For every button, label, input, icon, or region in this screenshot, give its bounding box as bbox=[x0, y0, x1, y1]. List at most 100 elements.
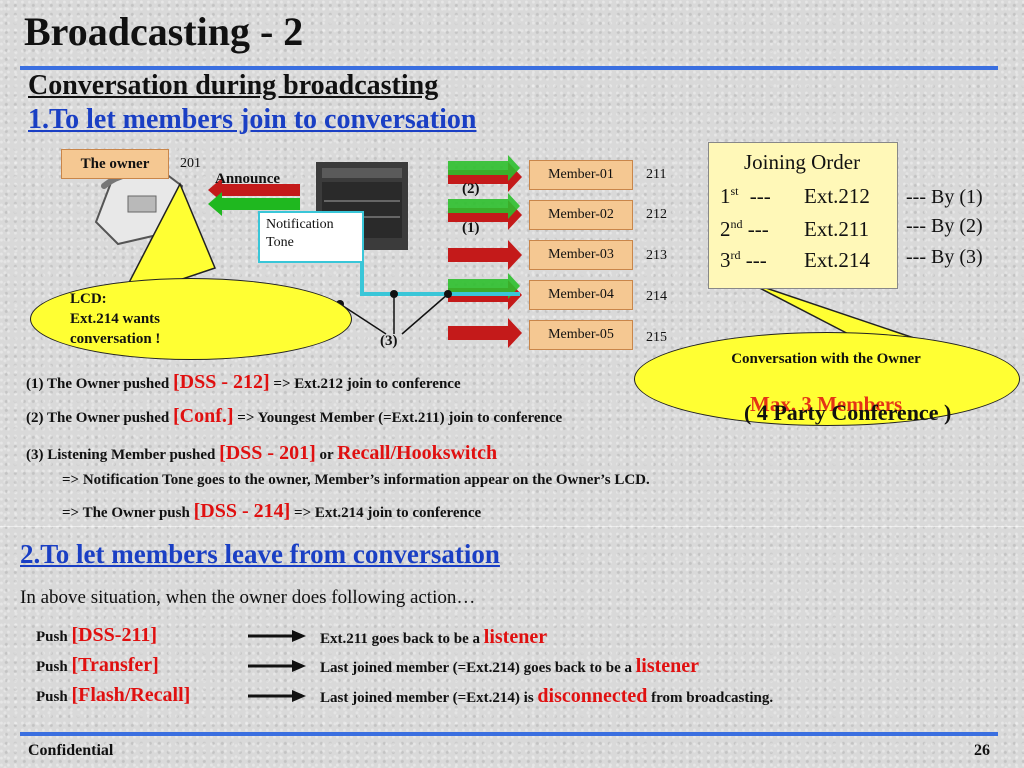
section-2-heading: 2.To let members leave from conversation bbox=[20, 539, 500, 569]
push-instruction: Push [Transfer] bbox=[36, 654, 159, 677]
key-name: [Conf.] bbox=[172, 405, 234, 427]
max-members-text: Max. 3 Members bbox=[750, 392, 903, 416]
order-suffix: st bbox=[730, 184, 739, 198]
member-box: Member-04 bbox=[529, 280, 633, 310]
lcd-line: Ext.214 wants bbox=[70, 311, 161, 327]
key-name: [Flash/Recall] bbox=[71, 684, 191, 706]
step-3-text: (3) Listening Member pushed [DSS - 201] … bbox=[26, 442, 497, 465]
step-text: => The Owner push bbox=[62, 505, 194, 521]
member-box: Member-01 bbox=[529, 160, 633, 190]
order-ext: Ext.211 bbox=[804, 217, 870, 241]
joining-order-box bbox=[708, 142, 898, 289]
member-ext: 214 bbox=[646, 289, 667, 304]
push-result: Ext.211 goes back to be a listener bbox=[320, 626, 547, 649]
subtitle: Conversation during broadcasting bbox=[28, 70, 439, 101]
conversation-bubble bbox=[634, 332, 1020, 426]
step-text: => Youngest Member (=Ext.211) join to co… bbox=[233, 410, 563, 426]
conversation-bubble-text: Conversation with the Owner bbox=[731, 351, 921, 367]
member-ext: 211 bbox=[646, 167, 667, 182]
joining-by: --- By (1) bbox=[906, 186, 983, 208]
joining-order-title: Joining Order bbox=[744, 150, 861, 174]
member-ext: 212 bbox=[646, 207, 667, 222]
push-result: Last joined member (=Ext.214) goes back … bbox=[320, 655, 699, 678]
step-text: (3) Listening Member pushed bbox=[26, 447, 220, 463]
result-text: from broadcasting. bbox=[647, 690, 774, 706]
notification-line bbox=[360, 262, 520, 296]
order-dash: --- bbox=[747, 217, 769, 241]
step-3-line-3: => The Owner push [DSS - 214] => Ext.214… bbox=[62, 500, 481, 523]
result-highlight: listener bbox=[483, 626, 548, 648]
push-word: Push bbox=[36, 629, 72, 645]
order-number: 2 bbox=[720, 217, 731, 241]
member-ext: 215 bbox=[646, 330, 667, 345]
order-suffix: nd bbox=[730, 217, 743, 231]
step-1-text: (1) The Owner pushed [DSS - 212] => Ext.… bbox=[26, 371, 461, 394]
footer-rule bbox=[20, 732, 998, 736]
push-word: Push bbox=[36, 659, 72, 675]
page-number: 26 bbox=[974, 742, 990, 759]
order-dash: --- bbox=[745, 248, 767, 272]
order-number: 1 bbox=[720, 184, 731, 208]
step-text: => Ext.214 join to conference bbox=[290, 505, 482, 521]
right-arrow-icon bbox=[248, 630, 306, 642]
title-rule bbox=[20, 66, 998, 70]
step-2-text: (2) The Owner pushed [Conf.] => Youngest… bbox=[26, 405, 562, 428]
leave-arrows bbox=[248, 630, 306, 702]
step-text: (1) The Owner pushed bbox=[26, 376, 173, 392]
owner-ext: 201 bbox=[180, 156, 201, 171]
key-name: [DSS - 201] bbox=[219, 442, 316, 464]
step-3-label: (3) bbox=[380, 333, 398, 349]
step-text: (2) The Owner pushed bbox=[26, 410, 173, 426]
owner-label: The owner bbox=[61, 149, 169, 179]
order-number: 3 bbox=[720, 248, 731, 272]
key-name: [DSS - 212] bbox=[172, 371, 270, 393]
right-arrow-icon bbox=[248, 660, 306, 672]
lcd-line: LCD: bbox=[70, 291, 107, 307]
member-box: Member-02 bbox=[529, 200, 633, 230]
lcd-bubble-text: LCD: Ext.214 wants conversation ! bbox=[70, 289, 160, 349]
member-box: Member-03 bbox=[529, 240, 633, 270]
lcd-line: conversation ! bbox=[70, 331, 161, 347]
section-1-heading: 1.To let members join to conversation bbox=[28, 104, 477, 135]
joining-row: 2nd --- Ext.211 bbox=[720, 217, 869, 242]
section-2-intro: In above situation, when the owner does … bbox=[20, 587, 476, 608]
joining-by: --- By (2) bbox=[906, 215, 983, 237]
lcd-bubble bbox=[30, 278, 352, 360]
slide-title: Broadcasting - 2 bbox=[24, 9, 304, 54]
notification-tone-box: Notification Tone bbox=[258, 211, 364, 263]
right-arrow-icon bbox=[248, 690, 306, 702]
section-divider bbox=[0, 526, 1024, 527]
result-text: Last joined member (=Ext.214) goes back … bbox=[320, 660, 636, 676]
member-ext: 213 bbox=[646, 248, 667, 263]
order-dash: --- bbox=[749, 184, 771, 208]
announce-label: Announce bbox=[215, 171, 281, 187]
member-box: Member-05 bbox=[529, 320, 633, 350]
announce-arrows bbox=[208, 178, 300, 216]
joining-row: 1st --- Ext.212 bbox=[720, 184, 870, 209]
push-result: Last joined member (=Ext.214) is disconn… bbox=[320, 685, 773, 708]
step-3-line-2: => Notification Tone goes to the owner, … bbox=[62, 472, 650, 488]
party-conference-text: ( 4 Party Conference ) bbox=[744, 400, 952, 425]
key-name: [DSS - 214] bbox=[193, 500, 291, 522]
key-name: [Transfer] bbox=[71, 654, 159, 676]
order-ext: Ext.214 bbox=[804, 248, 870, 272]
joining-row: 3rd --- Ext.214 bbox=[720, 248, 870, 273]
push-word: Push bbox=[36, 689, 72, 705]
push-instruction: Push [Flash/Recall] bbox=[36, 684, 190, 707]
joining-by: --- By (3) bbox=[906, 246, 983, 268]
result-text: Last joined member (=Ext.214) is bbox=[320, 690, 538, 706]
result-text: Ext.211 goes back to be a bbox=[320, 631, 484, 647]
step-1-label: (1) bbox=[462, 220, 480, 236]
order-ext: Ext.212 bbox=[804, 184, 870, 208]
step-2-label: (2) bbox=[462, 181, 480, 197]
key-name: Recall/Hookswitch bbox=[337, 442, 498, 464]
member-arrows bbox=[448, 155, 522, 348]
footer-confidential: Confidential bbox=[28, 742, 114, 759]
key-name: [DSS-211] bbox=[71, 624, 158, 646]
step-text: or bbox=[315, 447, 338, 463]
result-highlight: disconnected bbox=[537, 685, 648, 707]
result-highlight: listener bbox=[635, 655, 700, 677]
push-instruction: Push [DSS-211] bbox=[36, 624, 157, 647]
step-text: => Ext.212 join to conference bbox=[269, 376, 461, 392]
order-suffix: rd bbox=[730, 248, 741, 262]
